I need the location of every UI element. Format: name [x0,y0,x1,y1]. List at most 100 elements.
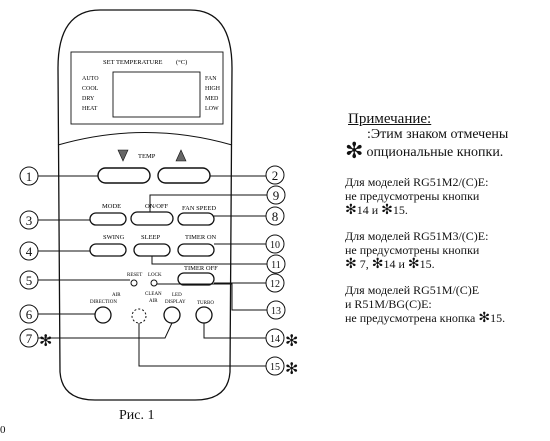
star-icon: ✻ [407,256,420,272]
callout-9: 9 [273,188,280,203]
model-note-2-l1: Для моделей RG51M3/(C)E: [345,229,489,243]
callout-11: 11 [271,260,281,271]
model-note-3-l3a: не предусмотрена кнопка [345,311,479,325]
model-note-3-l3: не предусмотрена кнопка ✻15. [345,311,545,325]
optional-markers: ✻ ✻ ✻ [39,331,298,378]
callout-13: 13 [271,306,281,317]
model-note-1-l2: не предусмотрены кнопки [345,189,480,203]
model-note-3-l2: и R51M/BG(C)E: [345,297,432,311]
fan-fan: FAN [205,76,217,82]
fan-high: HIGH [205,86,221,92]
air2-label: AIR [149,299,158,304]
temp-down-icon [117,149,129,162]
notes-line1: :Этим знаком отмечены [367,127,509,142]
divider-arc [57,132,233,146]
callout-6: 6 [26,307,33,322]
mode-label: MODE [102,203,121,210]
notes-line2: опциональные кнопки. [366,144,504,160]
star-icon: ✻ [345,139,364,164]
swing-button[interactable] [89,243,127,257]
on-off-label: ON/OFF [145,203,169,210]
star-icon: ✻ [381,202,393,218]
set-temperature-label: SET TEMPERATURE [103,59,163,66]
led-label: LED [172,293,182,298]
fan-speed-label: FAN SPEED [182,205,216,212]
model-note-1-l3a: 14 и [356,203,382,217]
temp-up-button[interactable] [157,167,211,184]
on-off-button[interactable] [130,211,174,226]
mode-heat: HEAT [82,106,98,112]
fan-speed-button[interactable] [177,212,215,226]
corner-mark: 0 [0,424,6,436]
swing-label: SWING [103,234,125,241]
model-note-2-l3c: 15. [419,257,435,271]
callout-3: 3 [26,213,33,228]
notes-panel: Примечание: :Этим знаком отмечены ✻ опци… [345,111,545,326]
lcd-screen [112,71,201,118]
callout-4: 4 [26,244,33,259]
optional-star-15: ✻ [285,359,298,378]
notes-title: Примечание: [348,111,432,127]
model-note-1-l3b: 15. [392,203,408,217]
air-direction-button[interactable] [94,306,112,324]
mode-dry: DRY [82,96,95,102]
star-icon: ✻ [345,256,357,272]
lock-label: LOCK [148,273,162,278]
callout-1: 1 [26,169,33,184]
star-icon: ✻ [371,256,384,272]
model-note-3-l3b: 15. [490,311,506,325]
model-note-2-l3: ✻ 7, ✻14 и ✻15. [345,257,545,271]
clean-label: CLEAN [145,292,162,297]
temp-up-icon [175,149,187,162]
mode-cool: COOL [82,86,99,92]
mode-button[interactable] [89,212,127,226]
sleep-label: SLEEP [141,234,161,241]
model-note-1: Для моделей RG51M2/(C)E: не предусмотрен… [345,175,545,217]
sleep-button[interactable] [133,243,171,257]
display-label: DISPLAY [165,300,186,305]
lock-button[interactable] [150,279,158,287]
timer-off-label: TIMER OFF [184,265,218,272]
timer-on-button[interactable] [177,243,215,257]
model-note-3: Для моделей RG51M/(C)E и R51M/BG(C)E: не… [345,283,545,325]
callout-8: 8 [272,209,279,224]
fan-low: LOW [205,106,219,112]
callout-7: 7 [26,331,33,346]
star-icon: ✻ [345,202,357,218]
model-note-2: Для моделей RG51M3/(C)E: не предусмотрен… [345,229,545,271]
temp-label: TEMP [138,153,156,160]
figure-caption: Рис. 1 [119,408,155,423]
callout-12: 12 [270,279,280,290]
callout-14: 14 [270,334,280,345]
turbo-button[interactable] [195,306,213,324]
notes-line2-row: ✻ опциональные кнопки. [345,139,545,164]
model-note-2-l3b: 14 и [383,257,408,271]
model-note-3-l1: Для моделей RG51M/(C)E [345,283,480,297]
model-note-2-l2: не предусмотрены кнопки [345,243,480,257]
clean-air-button[interactable] [131,308,147,324]
reset-label: RESET [127,273,142,278]
model-note-1-l3: ✻14 и ✻15. [345,203,545,217]
reset-button[interactable] [130,279,138,287]
unit-label: (°C) [176,59,187,66]
optional-star-14: ✻ [285,331,298,350]
timer-on-label: TIMER ON [185,234,217,241]
model-note-1-l1: Для моделей RG51M2/(C)E: [345,175,489,189]
model-note-2-l3a: 7, [356,257,372,271]
callout-2: 2 [272,168,279,183]
mode-auto: AUTO [82,76,99,82]
temp-down-button[interactable] [97,167,151,184]
callout-circles [19,165,286,376]
callout-10: 10 [270,240,280,251]
direction-label: DIRECTION [90,300,117,305]
timer-off-button[interactable] [177,272,215,286]
air-label: AIR [112,293,121,298]
leader-lines [38,175,267,367]
led-display-button[interactable] [163,306,181,324]
callout-numbers: 1 2 9 3 8 4 10 11 5 12 13 6 7 14 15 [26,168,281,373]
callout-5: 5 [26,273,33,288]
star-icon: ✻ [478,310,491,326]
optional-star-7: ✻ [39,331,52,350]
fan-med: MED [205,96,219,102]
